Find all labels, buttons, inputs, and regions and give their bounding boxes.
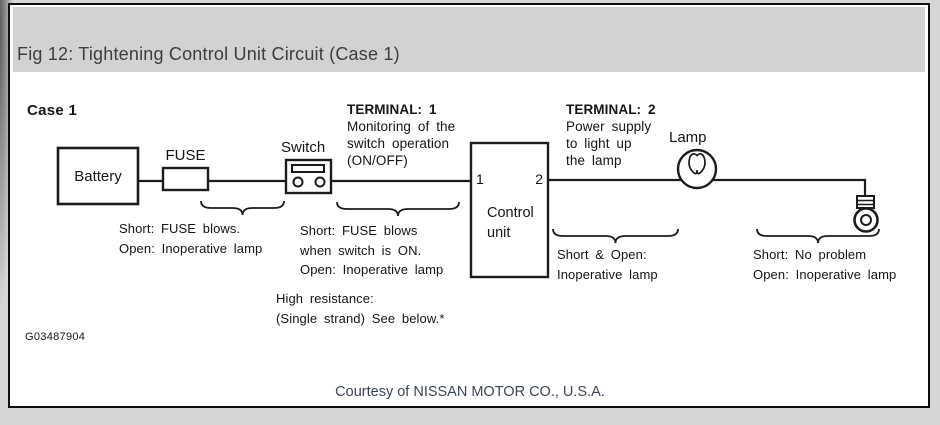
terminal-1-note-line2: Monitoring of the: [347, 119, 456, 134]
switch-label: Switch: [281, 139, 326, 156]
terminal-1-note-line4: (ON/OFF): [347, 153, 408, 168]
fault-note-lamp-to-ground: Short: No problem Open: Inoperative lamp: [753, 245, 896, 284]
case-label: Case 1: [27, 102, 78, 119]
terminal-1-note: TERMINAL: 1 Monitoring of the switch ope…: [347, 101, 455, 169]
fault-note-line: (Single strand) See below.*: [276, 310, 445, 326]
ground-bolt-threads: [858, 199, 873, 206]
switch-contact-left: [292, 176, 304, 188]
control-unit-terminal-1: 1: [476, 171, 484, 187]
terminal-1-note-heading: TERMINAL: 1: [347, 102, 437, 117]
fault-note-line: Short: No problem: [753, 247, 867, 262]
ground-ring-inner: [860, 214, 872, 226]
courtesy-line: Courtesy of NISSAN MOTOR CO., U.S.A.: [335, 384, 605, 400]
ground-ring-outer: [853, 207, 879, 233]
terminal-1-note-line3: switch operation: [347, 136, 450, 151]
fault-note-line: Inoperative lamp: [557, 266, 658, 282]
fault-note-control-to-lamp: Short & Open: Inoperative lamp: [557, 245, 658, 284]
fault-note-line: Short: FUSE blows.: [119, 221, 241, 236]
fault-note-line: when switch is ON.: [300, 242, 422, 258]
brace-lamp-to-ground: [756, 228, 880, 244]
control-unit-box: [469, 141, 550, 279]
switch-slider: [291, 164, 325, 173]
lamp-icon: [676, 148, 718, 190]
brace-switch-to-controlunit: [336, 201, 460, 217]
terminal-2-note: TERMINAL: 2 Power supply to light up the…: [566, 101, 656, 169]
fuse-box: [161, 166, 210, 192]
switch-box: [284, 158, 333, 195]
control-unit-label-line1: Control: [487, 205, 534, 221]
terminal-2-note-line2: Power supply: [566, 119, 652, 134]
figure-panel: Fig 12: Tightening Control Unit Circuit …: [8, 3, 930, 408]
fault-note-switch-to-control: Short: FUSE blows when switch is ON. Ope…: [300, 221, 443, 280]
fault-note-line: Open: Inoperative lamp: [753, 266, 897, 282]
fault-note-line: Short & Open:: [557, 247, 647, 262]
lamp-label: Lamp: [669, 129, 707, 146]
control-unit-label: Control unit: [487, 203, 534, 243]
switch-contact-right: [314, 176, 326, 188]
wire-controlunit-ground: [548, 178, 867, 197]
figure-title: Fig 12: Tightening Control Unit Circuit …: [17, 44, 400, 64]
fault-note-high-resistance: High resistance: (Single strand) See bel…: [276, 289, 445, 328]
figure-header: Fig 12: Tightening Control Unit Circuit …: [13, 7, 925, 72]
terminal-2-note-line4: the lamp: [566, 153, 622, 168]
figure-id: G03487904: [25, 331, 86, 343]
brace-controlunit-to-lamp: [552, 228, 679, 244]
fault-note-battery-to-switch: Short: FUSE blows. Open: Inoperative lam…: [119, 219, 262, 258]
battery-label: Battery: [74, 167, 122, 185]
fault-note-line: Open: Inoperative lamp: [119, 240, 263, 256]
fault-note-line: High resistance:: [276, 291, 374, 306]
fuse-label: FUSE: [165, 147, 206, 164]
fault-note-line: Short: FUSE blows: [300, 223, 418, 238]
lamp-filament-icon: [688, 152, 706, 175]
terminal-2-note-heading: TERMINAL: 2: [566, 102, 656, 117]
battery-box: [56, 146, 140, 206]
control-unit-label-line2: unit: [487, 225, 511, 241]
brace-battery-to-switch: [200, 200, 285, 216]
fault-note-line: Open: Inoperative lamp: [300, 262, 444, 277]
terminal-2-note-line3: to light up: [566, 136, 632, 151]
control-unit-terminal-2: 2: [535, 171, 543, 187]
